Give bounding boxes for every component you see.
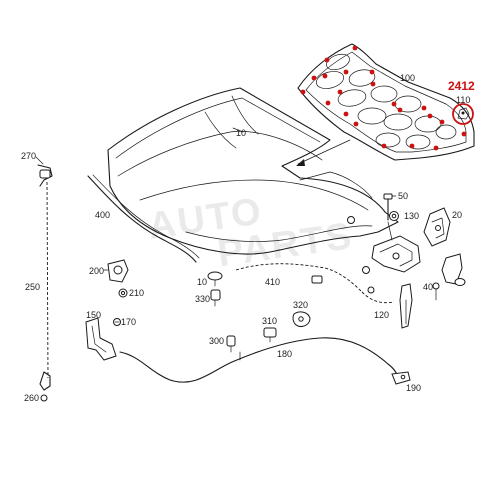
red-dot-icon — [343, 69, 349, 75]
assembly-arrow — [296, 139, 351, 166]
fastener-set — [347, 216, 375, 294]
bolt-50[interactable] — [383, 193, 393, 221]
buffer-10[interactable] — [207, 271, 223, 287]
red-dot-icon — [300, 89, 306, 95]
red-dot-icon — [461, 131, 467, 137]
part-label-210: 210 — [129, 288, 144, 298]
part-label-310: 310 — [262, 316, 277, 326]
red-dot-icon — [325, 100, 331, 106]
part-label-270: 270 — [21, 151, 36, 161]
inner-hood-panel[interactable] — [297, 43, 475, 161]
red-dot-icon — [409, 143, 415, 149]
hood-seal-strip[interactable] — [87, 174, 200, 263]
part-label-100: 100 — [400, 73, 415, 83]
red-dot-icon — [421, 105, 427, 111]
part-label-190: 190 — [406, 383, 421, 393]
red-dot-icon — [381, 143, 387, 149]
part-label-410: 410 — [265, 277, 280, 287]
red-dot-icon — [369, 69, 375, 75]
part-label-120: 120 — [374, 310, 389, 320]
part-label-330: 330 — [195, 294, 210, 304]
part-label-10-buffer: 10 — [197, 277, 207, 287]
hood-latch-20[interactable] — [423, 207, 451, 247]
red-dot-icon — [353, 121, 359, 127]
part-label-110: 110 — [456, 95, 470, 105]
red-dot-icon — [337, 89, 343, 95]
callout-number: 2412 — [448, 79, 475, 93]
red-dot-icon — [391, 101, 397, 107]
part-label-20: 20 — [452, 210, 462, 220]
screw-170[interactable] — [113, 318, 121, 326]
part-label-200: 200 — [89, 266, 104, 276]
red-dot-icon — [427, 113, 433, 119]
part-label-400: 400 — [95, 210, 110, 220]
part-label-150: 150 — [86, 310, 101, 320]
red-dot-icon — [322, 73, 328, 79]
hood-prop-rod[interactable] — [37, 164, 53, 402]
cable-410[interactable] — [235, 263, 363, 293]
part-label-300: 300 — [209, 336, 224, 346]
nut-210[interactable] — [118, 288, 128, 298]
leader-line — [232, 127, 244, 133]
red-dot-icon — [352, 45, 358, 51]
watermark: AUTO PARTS — [146, 190, 356, 275]
part-label-50: 50 — [398, 191, 408, 201]
part-label-170: 170 — [121, 317, 136, 327]
part-label-180: 180 — [277, 349, 292, 359]
circle-outline-icon — [452, 103, 474, 125]
grommet-320[interactable] — [292, 311, 311, 327]
hole-markers — [300, 45, 467, 151]
red-dot-icon — [324, 57, 330, 63]
clip-310[interactable] — [263, 327, 277, 343]
red-dot-icon — [433, 145, 439, 151]
nut-130[interactable] — [389, 211, 399, 221]
lock-assembly[interactable] — [371, 221, 421, 273]
red-dot-icon — [397, 107, 403, 113]
bracket-40[interactable] — [432, 253, 466, 301]
bracket-200[interactable] — [107, 259, 129, 283]
highlight-callout[interactable]: 2412 110 — [448, 79, 475, 125]
part-label-130: 130 — [404, 211, 419, 221]
red-dot-icon — [311, 75, 317, 81]
hood-panel[interactable] — [107, 87, 399, 255]
red-dot-icon — [343, 111, 349, 117]
red-dot-icon — [370, 81, 376, 87]
cable-end-190[interactable] — [391, 371, 411, 385]
part-label-260: 260 — [24, 393, 39, 403]
part-label-10: 10 — [236, 128, 246, 138]
release-lever-150[interactable] — [85, 317, 117, 361]
red-dot-icon — [439, 119, 445, 125]
latch-330[interactable] — [210, 289, 221, 307]
part-label-250: 250 — [25, 282, 40, 292]
leader-line — [35, 156, 44, 165]
release-cable-180[interactable] — [119, 337, 399, 383]
cable-guide-120[interactable] — [361, 283, 413, 329]
part-label-40: 40 — [423, 282, 433, 292]
part-label-320: 320 — [293, 300, 308, 310]
clip-300[interactable] — [226, 335, 236, 353]
